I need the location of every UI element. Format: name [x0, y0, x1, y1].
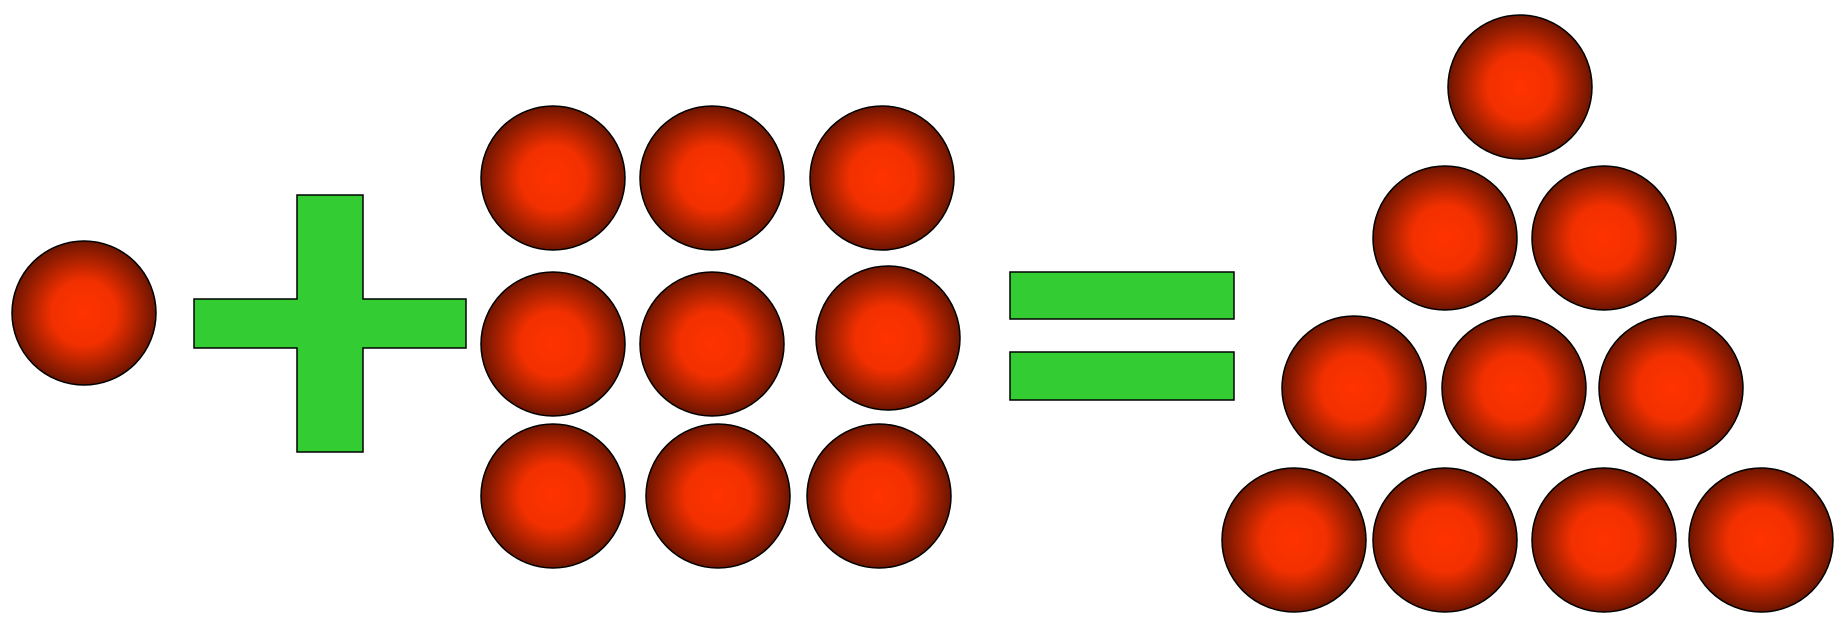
red-ball-icon — [1688, 467, 1834, 613]
red-ball-icon — [1447, 14, 1593, 160]
equals-icon — [1009, 271, 1235, 401]
red-ball-icon — [480, 423, 626, 569]
red-ball-icon — [11, 240, 157, 386]
red-ball-icon — [639, 271, 785, 417]
equals-bottom-bar — [1009, 351, 1235, 401]
red-ball-icon — [480, 105, 626, 251]
single-ball-group — [11, 240, 157, 386]
red-ball-icon — [1372, 467, 1518, 613]
red-ball-icon — [1221, 467, 1367, 613]
red-ball-icon — [815, 265, 961, 411]
red-ball-icon — [1441, 315, 1587, 461]
plus-sign — [193, 194, 467, 453]
red-ball-icon — [1531, 165, 1677, 311]
red-ball-icon — [1281, 315, 1427, 461]
red-ball-icon — [809, 105, 955, 251]
plus-icon — [193, 194, 467, 453]
red-ball-icon — [639, 105, 785, 251]
equals-top-bar — [1009, 271, 1235, 320]
red-ball-icon — [1372, 165, 1518, 311]
red-ball-icon — [480, 271, 626, 417]
red-ball-icon — [1531, 467, 1677, 613]
red-ball-icon — [645, 423, 791, 569]
triangle-ball-group — [1221, 14, 1834, 613]
square-ball-group — [480, 105, 961, 569]
red-ball-icon — [806, 423, 952, 569]
red-ball-icon — [1598, 315, 1744, 461]
